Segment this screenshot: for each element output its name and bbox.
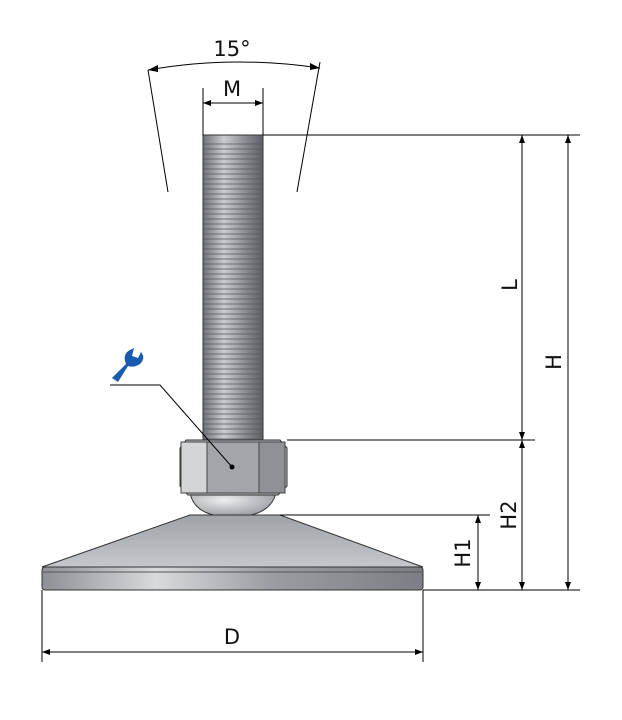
diameter-label: D (224, 625, 240, 649)
thread-label: M (223, 77, 241, 101)
diameter-dimension: D (41, 590, 424, 662)
height2-label: H2 (497, 500, 521, 529)
leveling-foot (41, 134, 424, 591)
thread-dimension: M (202, 77, 264, 135)
swivel-ball (189, 492, 277, 518)
height-label: H (542, 354, 566, 370)
wrench-icon (112, 348, 144, 382)
angle-label: 15° (213, 37, 250, 61)
length-dimension: L (498, 135, 525, 440)
wrench-callout (110, 348, 235, 470)
angle-dimension: 15° (147, 37, 321, 193)
length-label: L (498, 279, 522, 291)
height1-dimension: H1 (451, 515, 481, 590)
base-cone (41, 514, 424, 568)
height-dimension: H (542, 135, 571, 590)
height2-dimension: H2 (497, 440, 525, 590)
height1-label: H1 (451, 538, 475, 567)
base-disc (41, 566, 424, 591)
